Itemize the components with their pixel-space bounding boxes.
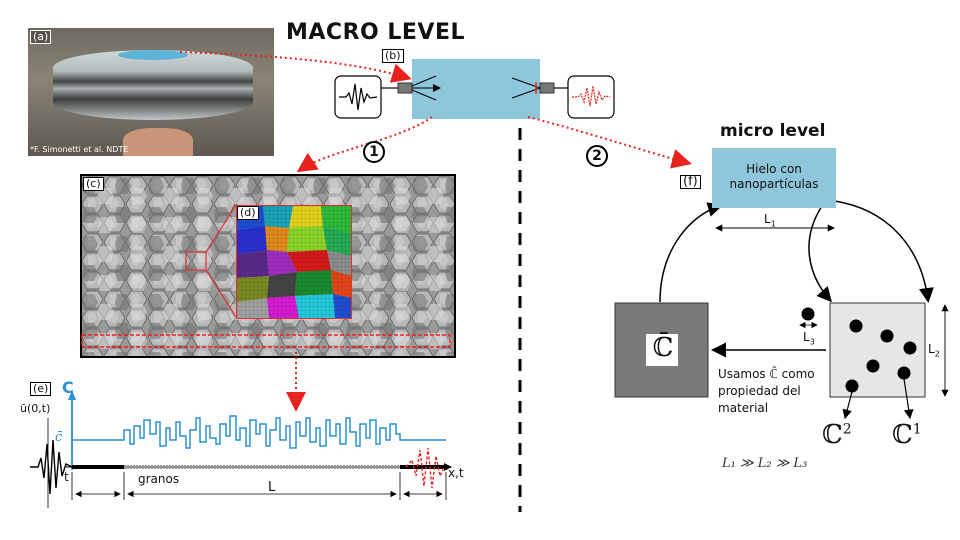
- L3-letter: L: [803, 330, 810, 344]
- micro-box-line1: Hielo con: [746, 162, 802, 176]
- L2-sub: 2: [934, 349, 940, 359]
- granos-label: granos: [138, 472, 180, 486]
- label-e: (e): [30, 382, 52, 396]
- label-f: (f): [680, 175, 701, 189]
- photo-blue-sample: [118, 50, 188, 60]
- y-axis-label: C: [62, 378, 74, 397]
- micro-level-title: micro level: [720, 121, 826, 141]
- c-bar-label: c̄: [55, 430, 63, 445]
- arrow-photo-to-box: [179, 51, 412, 83]
- grain-band: [81, 334, 451, 348]
- L1-label: L1: [764, 212, 776, 228]
- signal-plot: [30, 390, 452, 508]
- tensor-c1-sup: 1: [912, 421, 922, 438]
- micro-diagram: [614, 198, 949, 420]
- tensor-c2: ℂ2: [822, 420, 852, 450]
- photo-credit: *F. Simonetti et al. NDTE: [30, 145, 129, 154]
- output-signal-box: [567, 75, 615, 119]
- usage-line2: propiedad del: [718, 384, 801, 398]
- t-label: t: [64, 470, 69, 484]
- transducer-left: [380, 75, 441, 101]
- usage-line1: Usamos ℂ̄ como: [718, 367, 815, 381]
- usage-line3: material: [718, 401, 769, 415]
- photo-cylinder: [53, 50, 253, 120]
- L1-letter: L: [764, 212, 771, 226]
- macro-level-title: MACRO LEVEL: [286, 20, 465, 45]
- scale-relation: L₁ ≫ L₂ ≫ L₃: [722, 456, 808, 471]
- L2-label: L2: [928, 342, 940, 358]
- L2-letter: L: [928, 342, 935, 356]
- incident-wave: [30, 439, 73, 495]
- label-a: (a): [30, 30, 52, 44]
- step-1-marker: 1: [363, 141, 385, 163]
- tensor-c1: ℂ1: [892, 420, 922, 450]
- L-label: L: [268, 480, 276, 495]
- micro-box-line2: nanopartículas: [729, 177, 819, 191]
- micro-box: Hielo con nanopartículas: [712, 148, 836, 208]
- tensor-c2-sup: 2: [842, 421, 852, 438]
- L1-sub: 1: [770, 219, 776, 229]
- transducer-right: [511, 77, 568, 99]
- L3-sub: 3: [809, 337, 815, 347]
- label-d: (d): [237, 206, 259, 220]
- ice-sample-photo: (a) *F. Simonetti et al. NDTE: [28, 28, 274, 156]
- incident-label: ū(0,t): [20, 402, 51, 415]
- grain-zoom: (d): [236, 205, 352, 319]
- step-2-marker: 2: [586, 145, 608, 167]
- zoom-source-square: [185, 251, 207, 271]
- effective-symbol: ℂ̄: [652, 333, 674, 363]
- arrow-step2: [527, 116, 692, 169]
- label-c: (c): [83, 177, 104, 191]
- usage-text: Usamos ℂ̄ como propiedad del material: [718, 366, 815, 417]
- L3-label: L3: [803, 330, 815, 346]
- x-axis-label: x,t: [448, 466, 464, 480]
- input-signal-box: [334, 75, 382, 119]
- tensor-c2-symbol: ℂ: [822, 420, 843, 450]
- photo-hand: [123, 128, 193, 156]
- tensor-c1-symbol: ℂ: [892, 420, 913, 450]
- output-wave: [405, 447, 445, 489]
- c-profile: [72, 415, 446, 449]
- label-b: (b): [382, 49, 404, 63]
